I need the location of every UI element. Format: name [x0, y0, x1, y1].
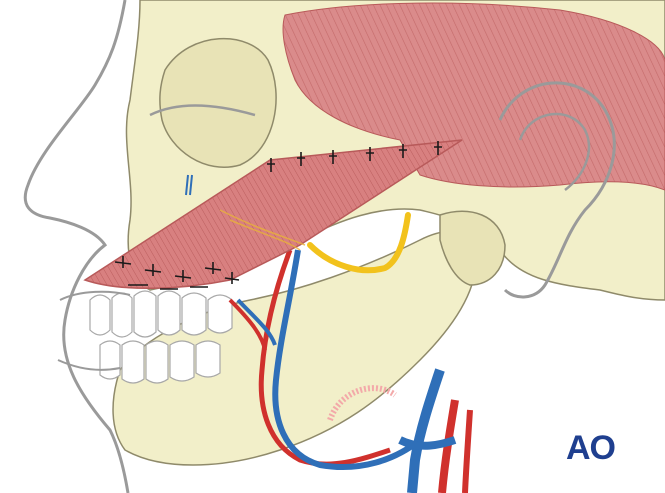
mandibular-ramus	[439, 210, 506, 286]
upper-teeth	[89, 290, 233, 338]
artery-branch	[228, 298, 267, 351]
suture-marks-top	[267, 141, 442, 172]
neck-vessels	[398, 368, 473, 493]
parotid-arc	[327, 385, 397, 422]
face-skin-outline	[23, 0, 130, 493]
nasal-vessel	[185, 174, 193, 196]
lip-outline	[57, 290, 131, 371]
facial-nerve	[307, 212, 411, 274]
ao-logo: AO	[566, 429, 616, 467]
temporalis-muscle	[282, 2, 665, 191]
orbit-socket	[159, 38, 277, 168]
temporalis-flap	[83, 139, 463, 290]
nerve-fibers	[219, 209, 306, 251]
facial-artery	[258, 249, 391, 467]
ear-outline	[498, 81, 616, 299]
facial-vein	[272, 249, 422, 470]
eyelid-line	[149, 104, 256, 117]
ear-inner-outline	[518, 112, 591, 191]
suture-marks-bottom	[114, 256, 240, 290]
vein-branch	[236, 298, 277, 346]
